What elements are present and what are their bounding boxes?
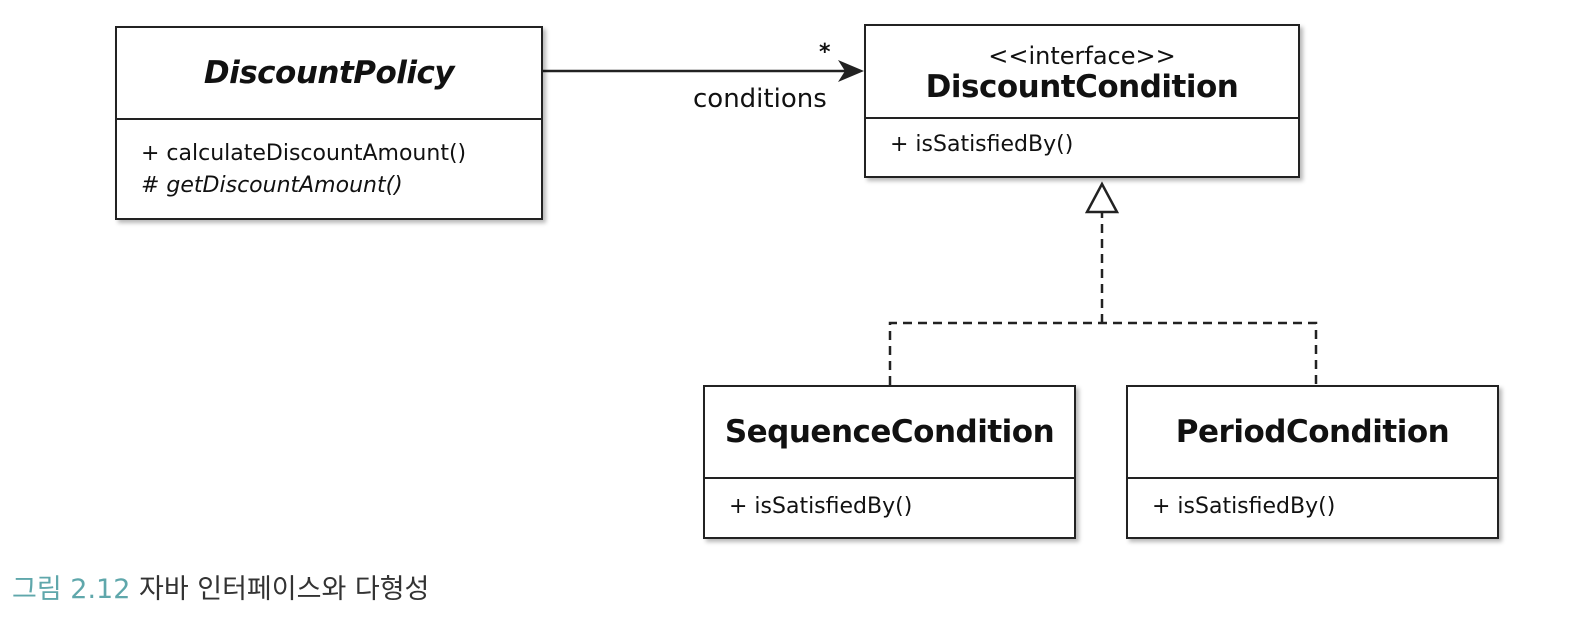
class-discount-policy: DiscountPolicy + calculateDiscountAmount… [115, 26, 543, 220]
class-discount-condition: <<interface>> DiscountCondition + isSati… [864, 24, 1300, 178]
operation: + calculateDiscountAmount() [141, 141, 467, 166]
figure-number: 그림 2.12 [12, 574, 131, 605]
class-sequence-condition: SequenceCondition + isSatisfiedBy() [703, 385, 1076, 539]
operation: + isSatisfiedBy() [729, 494, 913, 519]
operation: + isSatisfiedBy() [1152, 494, 1336, 519]
figure-caption-text: 자바 인터페이스와 다형성 [138, 574, 430, 605]
realization-branch-line [888, 321, 1318, 385]
operations-compartment: + isSatisfiedBy() [1128, 479, 1497, 523]
class-stereotype: <<interface>> [988, 41, 1176, 70]
operations-compartment: + isSatisfiedBy() [866, 119, 1298, 161]
class-name: PeriodCondition [1175, 414, 1450, 450]
class-name: DiscountPolicy [203, 55, 455, 91]
realization-triangle-icon [1084, 181, 1120, 214]
class-header: PeriodCondition [1128, 387, 1497, 479]
operations-compartment: + isSatisfiedBy() [705, 479, 1074, 523]
class-header: DiscountPolicy [117, 28, 541, 120]
class-name: DiscountCondition [925, 68, 1239, 105]
operation: + isSatisfiedBy() [890, 132, 1074, 157]
association-multiplicity: * [819, 40, 831, 65]
class-header: <<interface>> DiscountCondition [866, 26, 1298, 119]
association-role-label: conditions [693, 84, 827, 114]
class-name: SequenceCondition [724, 414, 1055, 450]
class-header: SequenceCondition [705, 387, 1074, 479]
association-arrowhead [838, 60, 864, 82]
figure-caption: 그림 2.12 자바 인터페이스와 다형성 [12, 567, 429, 606]
operation: # getDiscountAmount() [141, 173, 403, 198]
operations-compartment: + calculateDiscountAmount() # getDiscoun… [117, 120, 541, 202]
class-period-condition: PeriodCondition + isSatisfiedBy() [1126, 385, 1499, 539]
